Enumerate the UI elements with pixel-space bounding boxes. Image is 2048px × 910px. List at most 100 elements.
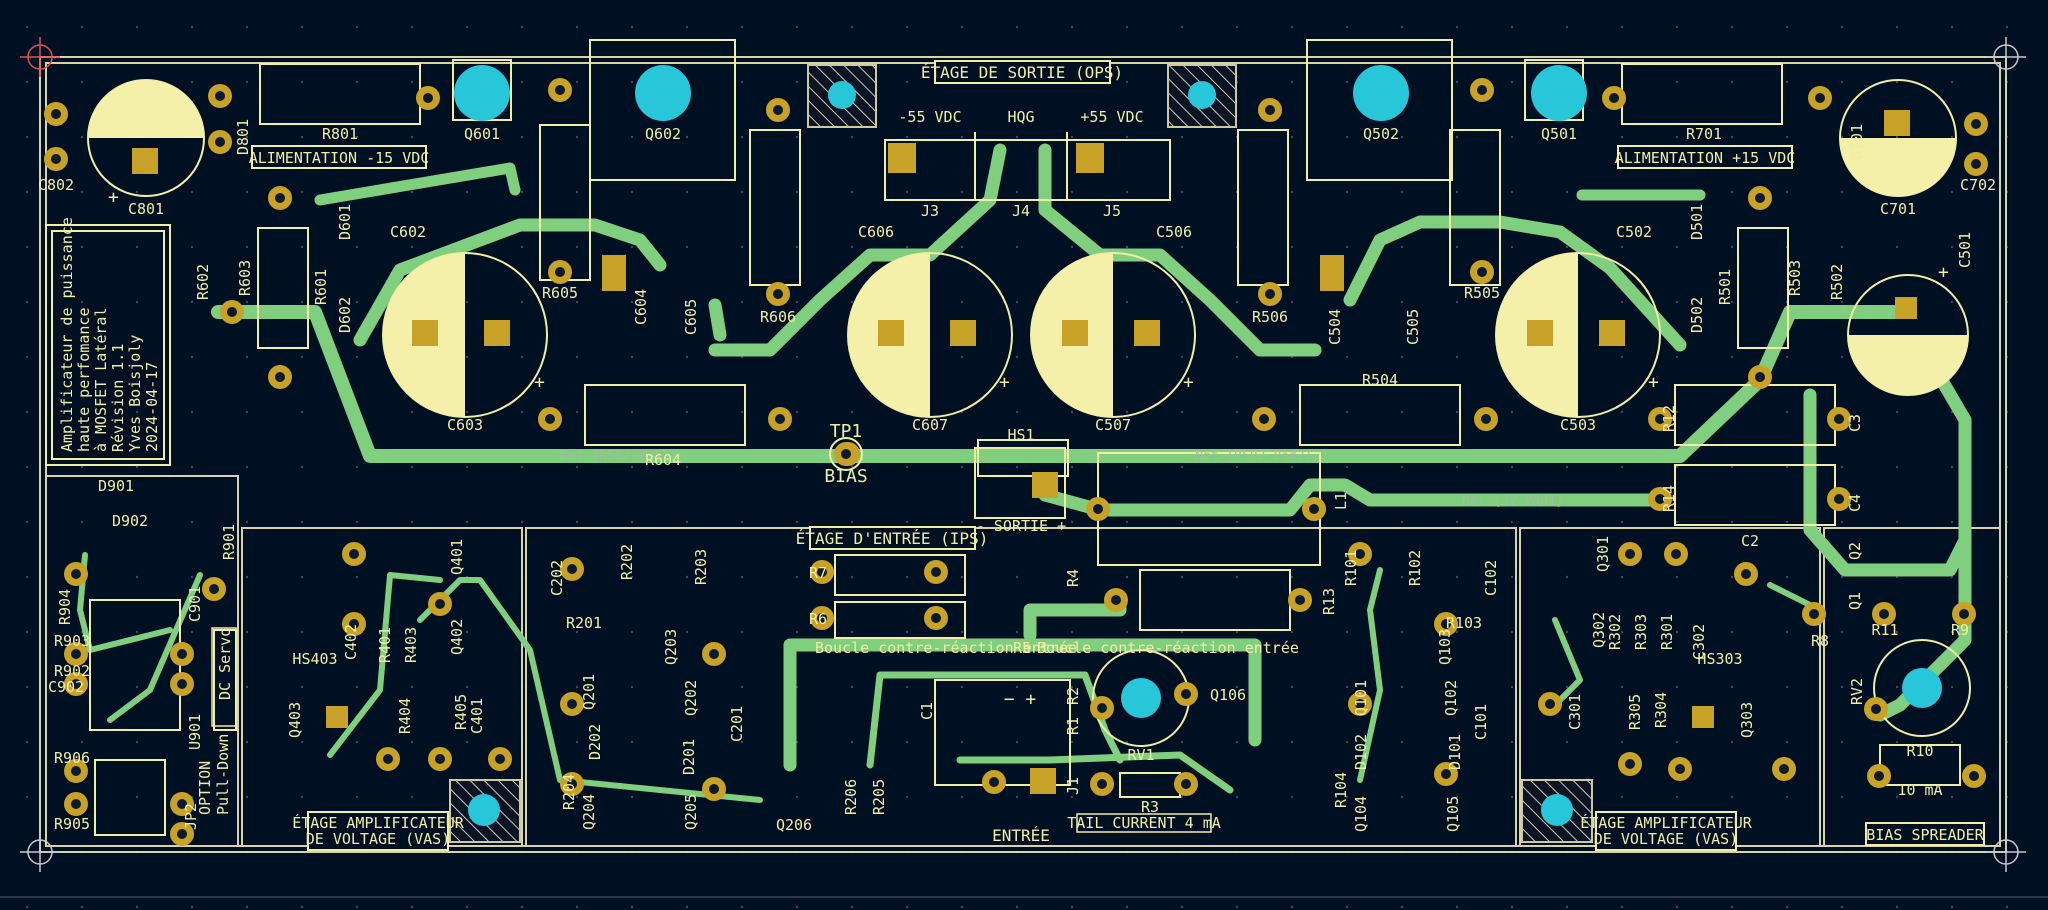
svg-text:Yves Boisjoly: Yves Boisjoly bbox=[126, 335, 144, 452]
svg-text:ÉTAGE AMPLIFICATEUR: ÉTAGE AMPLIFICATEUR bbox=[1580, 813, 1753, 832]
reference-designators: R801 Q601 Q602 Q502 Q501 R701 C801 C802 … bbox=[38, 119, 1996, 834]
svg-text:Q302: Q302 bbox=[1590, 612, 1608, 648]
section-label-bias-spreader: BIAS SPREADER bbox=[1865, 822, 1985, 846]
svg-text:R905: R905 bbox=[54, 815, 90, 833]
svg-text:R13: R13 bbox=[1320, 588, 1338, 615]
svg-text:R606: R606 bbox=[760, 308, 796, 326]
svg-text:haute perfomance: haute perfomance bbox=[75, 308, 93, 453]
svg-text:C901: C901 bbox=[186, 586, 204, 622]
net-label-r502-left: Net-(R502-Pad2) bbox=[560, 449, 677, 464]
svg-text:HS403: HS403 bbox=[292, 650, 337, 668]
testpoint-tp1[interactable] bbox=[829, 437, 863, 471]
svg-text:C606: C606 bbox=[858, 223, 894, 241]
svg-text:Q201: Q201 bbox=[580, 674, 598, 710]
svg-text:ALIMENTATION +15 VDC: ALIMENTATION +15 VDC bbox=[1615, 149, 1796, 167]
svg-text:à MOSFET Latéral: à MOSFET Latéral bbox=[92, 308, 110, 453]
svg-text:C504: C504 bbox=[1326, 309, 1344, 345]
svg-text:Amplificateur de puissance: Amplificateur de puissance bbox=[58, 217, 76, 452]
svg-text:R605: R605 bbox=[542, 284, 578, 302]
svg-text:DE VOLTAGE (VAS): DE VOLTAGE (VAS) bbox=[306, 830, 451, 848]
svg-text:R6: R6 bbox=[809, 610, 827, 628]
svg-text:D901: D901 bbox=[98, 477, 134, 495]
svg-text:Q203: Q203 bbox=[662, 629, 680, 665]
svg-text:R201: R201 bbox=[566, 614, 602, 632]
svg-text:Pull-Down: Pull-Down bbox=[214, 734, 232, 815]
svg-text:R206: R206 bbox=[842, 779, 860, 815]
feedback-label-right: Boucle contre-réaction entrée bbox=[1037, 639, 1299, 657]
testpoint-label: BIAS bbox=[824, 466, 867, 487]
svg-text:Q206: Q206 bbox=[776, 816, 812, 834]
svg-text:ÉTAGE AMPLIFICATEUR: ÉTAGE AMPLIFICATEUR bbox=[292, 813, 465, 832]
svg-text:RV2: RV2 bbox=[1848, 678, 1866, 705]
svg-text:Q103: Q103 bbox=[1436, 629, 1454, 665]
svg-text:R203: R203 bbox=[692, 549, 710, 585]
svg-text:R104: R104 bbox=[1332, 772, 1350, 808]
svg-text:R801: R801 bbox=[322, 125, 358, 143]
svg-text:Q204: Q204 bbox=[580, 794, 598, 830]
svg-text:ÉTAGE DE SORTIE (OPS): ÉTAGE DE SORTIE (OPS) bbox=[921, 63, 1123, 82]
svg-text:Révision 1.1: Révision 1.1 bbox=[109, 344, 127, 452]
net-label-j2-pad1: Net-(J2-Pad1) bbox=[1462, 494, 1564, 509]
svg-text:R14: R14 bbox=[1660, 485, 1678, 512]
svg-text:C201: C201 bbox=[728, 706, 746, 742]
svg-text:HS303: HS303 bbox=[1697, 650, 1742, 668]
svg-text:U901: U901 bbox=[186, 714, 204, 750]
svg-text:Q303: Q303 bbox=[1738, 702, 1756, 738]
svg-text:Q106: Q106 bbox=[1210, 686, 1246, 704]
svg-text:R401: R401 bbox=[376, 627, 394, 663]
svg-text:+: + bbox=[1938, 262, 1949, 283]
svg-text:R102: R102 bbox=[1406, 550, 1424, 586]
svg-text:R603: R603 bbox=[236, 260, 254, 296]
svg-text:C3: C3 bbox=[1846, 414, 1864, 432]
section-label-ops: ÉTAGE DE SORTIE (OPS) bbox=[921, 60, 1123, 84]
dc-servo-label: DC Servo bbox=[211, 627, 237, 727]
svg-text:R902: R902 bbox=[54, 662, 90, 680]
svg-text:OPTION: OPTION bbox=[196, 761, 214, 815]
svg-text:R604: R604 bbox=[645, 451, 681, 469]
polarity-marks: + + + + + + bbox=[108, 187, 1949, 393]
svg-text:C507: C507 bbox=[1095, 416, 1131, 434]
connector-labels: -55 VDC HQG +55 VDC J3 J4 J5 bbox=[898, 108, 1143, 220]
svg-text:R602: R602 bbox=[194, 264, 212, 300]
svg-text:D202: D202 bbox=[586, 724, 604, 760]
svg-text:R503: R503 bbox=[1786, 260, 1804, 296]
svg-text:BIAS SPREADER: BIAS SPREADER bbox=[1866, 826, 1984, 844]
svg-text:ALIMENTATION -15 VDC: ALIMENTATION -15 VDC bbox=[249, 149, 430, 167]
board-info-block: Amplificateur de puissance haute perfoma… bbox=[58, 217, 161, 452]
svg-text:D502: D502 bbox=[1688, 297, 1706, 333]
svg-text:R504: R504 bbox=[1362, 371, 1398, 389]
svg-text:Q501: Q501 bbox=[1541, 125, 1577, 143]
mounting-holes bbox=[454, 65, 1942, 826]
svg-text:C902: C902 bbox=[48, 678, 84, 696]
section-label-psu-positive: ALIMENTATION +15 VDC bbox=[1615, 145, 1796, 169]
svg-text:R405: R405 bbox=[452, 694, 470, 730]
svg-text:J1: J1 bbox=[1064, 777, 1082, 795]
svg-text:C4: C4 bbox=[1846, 494, 1864, 512]
svg-text:+: + bbox=[1648, 372, 1659, 393]
svg-text:R304: R304 bbox=[1652, 692, 1670, 728]
svg-text:R903: R903 bbox=[54, 632, 90, 650]
svg-text:DE VOLTAGE (VAS): DE VOLTAGE (VAS) bbox=[1594, 830, 1739, 848]
svg-text:R11: R11 bbox=[1871, 621, 1898, 639]
svg-text:Q502: Q502 bbox=[1363, 125, 1399, 143]
svg-text:Q205: Q205 bbox=[682, 794, 700, 830]
svg-text:Q402: Q402 bbox=[448, 619, 466, 655]
svg-text:Q104: Q104 bbox=[1352, 796, 1370, 832]
section-label-tail-current: TAIL CURRENT 4 mA bbox=[1067, 813, 1221, 833]
svg-text:C603: C603 bbox=[447, 416, 483, 434]
entree-polarity: − + bbox=[1004, 689, 1037, 710]
svg-text:C506: C506 bbox=[1156, 223, 1192, 241]
svg-text:Q401: Q401 bbox=[448, 539, 466, 575]
svg-text:R501: R501 bbox=[1716, 269, 1734, 305]
svg-text:C502: C502 bbox=[1616, 223, 1652, 241]
svg-text:C602: C602 bbox=[390, 223, 426, 241]
svg-text:R502: R502 bbox=[1828, 264, 1846, 300]
svg-text:R302: R302 bbox=[1606, 614, 1624, 650]
svg-text:R901: R901 bbox=[220, 524, 238, 560]
svg-text:C101: C101 bbox=[1472, 704, 1490, 740]
bias-current-label: 10 mA bbox=[1897, 781, 1942, 799]
svg-text:D102: D102 bbox=[1352, 734, 1370, 770]
svg-text:+: + bbox=[999, 372, 1010, 393]
svg-text:R601: R601 bbox=[312, 269, 330, 305]
svg-text:C301: C301 bbox=[1566, 694, 1584, 730]
